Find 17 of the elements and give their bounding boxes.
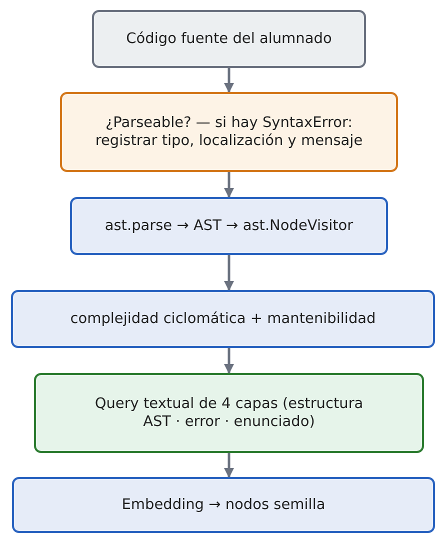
process-box bbox=[70, 197, 388, 255]
arrow bbox=[224, 453, 234, 478]
process-box bbox=[92, 10, 366, 68]
arrow bbox=[224, 68, 234, 93]
process-box bbox=[12, 477, 435, 533]
box-label: Código fuente del alumnado bbox=[125, 30, 333, 48]
box-label: complejidad ciclomática + mantenibilidad bbox=[69, 310, 377, 328]
box-label: Embedding → nodos semilla bbox=[120, 496, 326, 514]
box-label: ¿Parseable? — si hay SyntaxError: registrar tipo, localización y mensaje bbox=[94, 114, 364, 150]
arrow bbox=[224, 255, 234, 291]
process-box bbox=[34, 373, 424, 453]
arrow bbox=[224, 172, 234, 198]
box-label: ast.parse → AST → ast.NodeVisitor bbox=[104, 216, 354, 236]
box-label: Query textual de 4 capas (estructura AST · error · enunciado) bbox=[94, 394, 364, 432]
arrow bbox=[224, 348, 234, 374]
process-box bbox=[60, 92, 398, 172]
process-box bbox=[11, 290, 435, 348]
